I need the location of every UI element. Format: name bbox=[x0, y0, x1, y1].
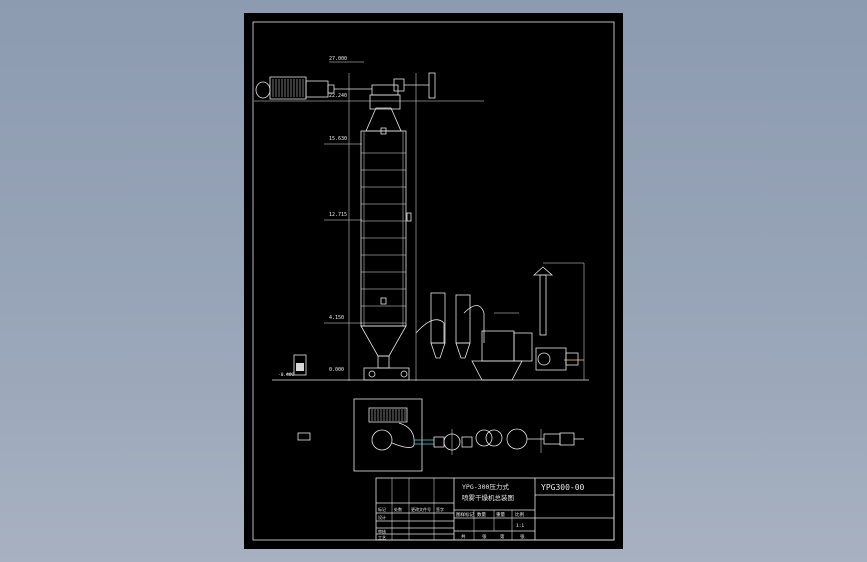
elevation-label: 4.150 bbox=[329, 315, 344, 321]
elevation-label: 12.715 bbox=[329, 212, 347, 218]
title-block-cell: 处数 bbox=[394, 506, 402, 512]
inner-frame bbox=[252, 21, 615, 541]
title-block-cell: 张 bbox=[520, 533, 525, 540]
elevation-marks: 27.000 22.240 15.630 12.715 4.150 0.000 … bbox=[254, 56, 484, 378]
title-block-cell: 工艺 bbox=[378, 535, 386, 540]
elevation-label: 15.630 bbox=[329, 136, 347, 142]
title-block: YPG-300压力式 喷雾干燥机总装图 YPG300-00 图样标记 数量 重量… bbox=[375, 477, 615, 541]
top-heater-assembly bbox=[255, 72, 436, 100]
elevation-label: 22.240 bbox=[329, 93, 347, 99]
title-block-cell: 共 bbox=[461, 533, 466, 540]
drawing-subtitle: 喷雾干燥机总装图 bbox=[462, 493, 514, 502]
title-block-cell: 设计 bbox=[378, 514, 386, 520]
elevation-label: 27.000 bbox=[329, 56, 347, 62]
title-block-cell: 更改文件号 bbox=[411, 506, 431, 512]
ground-equipment bbox=[286, 262, 585, 381]
title-block-cell: 图样标记 bbox=[456, 511, 474, 518]
plan-view bbox=[297, 398, 584, 472]
drying-tower bbox=[348, 73, 417, 381]
title-block-cell: 标记 bbox=[378, 506, 386, 512]
title-block-cell: 重量 bbox=[496, 511, 505, 518]
title-block-cell: 数量 bbox=[477, 511, 486, 518]
scale-value: 1:1 bbox=[516, 523, 524, 529]
drawing-canvas: 27.000 22.240 15.630 12.715 4.150 0.000 … bbox=[252, 21, 615, 541]
drawing-sheet: 27.000 22.240 15.630 12.715 4.150 0.000 … bbox=[244, 13, 623, 549]
drawing-title: YPG-300压力式 bbox=[462, 482, 509, 491]
elevation-label: -0.400 bbox=[278, 372, 295, 378]
title-block-cell: 签字 bbox=[436, 506, 444, 512]
title-block-cell: 审核 bbox=[378, 528, 386, 534]
title-block-cell: 比例 bbox=[515, 511, 524, 518]
title-block-cell: 张 bbox=[482, 533, 487, 540]
elevation-label: 0.000 bbox=[329, 367, 344, 373]
drawing-number: YPG300-00 bbox=[541, 483, 585, 492]
title-block-cell: 第 bbox=[500, 533, 505, 540]
